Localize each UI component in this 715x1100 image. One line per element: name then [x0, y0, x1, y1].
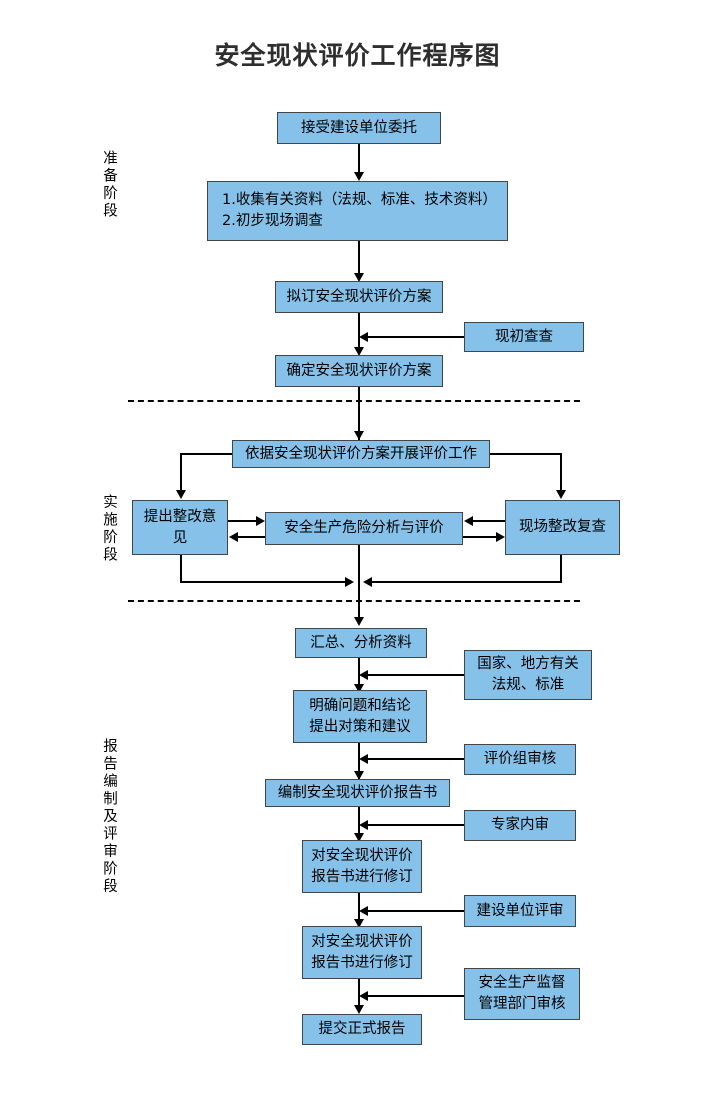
- arrowhead-draft-plan: [354, 273, 364, 282]
- arrowhead-recheck-to-hazard: [464, 516, 473, 526]
- connector-survey-to-flow: [366, 336, 464, 338]
- node-team-review[interactable]: 评价组审核: [464, 744, 576, 775]
- arrowhead-regs-merge: [359, 670, 368, 680]
- connector-evaluation-right-down: [560, 453, 562, 495]
- connector-client-review-to-flow: [366, 910, 464, 912]
- arrowhead-onsite-recheck: [556, 490, 566, 499]
- node-draft-plan[interactable]: 拟订安全现状评价方案: [275, 281, 443, 313]
- connector-recheck-merge: [370, 581, 562, 583]
- connector-opinion-merge: [180, 581, 348, 583]
- arrowhead-clarify-problems: [354, 684, 364, 693]
- arrowhead-recheck-merge: [363, 577, 372, 587]
- stage-label-implementation: 实施阶段: [101, 494, 117, 564]
- connector-opinion-to-hazard: [228, 520, 258, 522]
- connector-confirm-to-evaluation: [358, 387, 360, 440]
- node-accept-commission[interactable]: 接受建设单位委托: [277, 112, 441, 144]
- connector-hazard-to-recheck: [463, 536, 497, 538]
- connector-supervision-review-to-flow: [366, 995, 464, 997]
- stage-divider-1: [128, 400, 580, 402]
- node-expert-internal-review[interactable]: 专家内审: [464, 810, 576, 841]
- page-title: 安全现状评价工作程序图: [214, 41, 501, 70]
- arrowhead-collect: [354, 172, 364, 181]
- node-submit-report[interactable]: 提交正式报告: [302, 1014, 422, 1045]
- arrowhead-team-review-merge: [359, 754, 368, 764]
- connector-recheck-to-hazard: [472, 520, 505, 522]
- stage-label-preparation: 准备阶段: [101, 150, 117, 220]
- connector-collect-to-draft: [358, 241, 360, 279]
- connector-evaluation-left-down: [180, 453, 182, 495]
- arrowhead-confirm-plan: [354, 347, 364, 356]
- node-confirm-plan[interactable]: 确定安全现状评价方案: [275, 355, 443, 387]
- node-carry-out-evaluation[interactable]: 依据安全现状评价方案开展评价工作: [232, 440, 490, 468]
- arrowhead-supervision-review-merge: [359, 991, 368, 1001]
- arrowhead-client-review-merge: [359, 906, 368, 916]
- node-hazard-analysis[interactable]: 安全生产危险分析与评价: [265, 512, 463, 545]
- node-revise-report-1[interactable]: 对安全现状评价 报告书进行修订: [302, 840, 422, 893]
- connector-hazard-to-opinion: [236, 536, 265, 538]
- node-collect-data[interactable]: 1.收集有关资料（法规、标准、技术资料） 2.初步现场调查: [207, 181, 508, 241]
- node-supervision-review[interactable]: 安全生产监督 管理部门审核: [464, 968, 580, 1020]
- arrowhead-summarize-data: [354, 617, 364, 626]
- connector-hazard-down-to-summarize: [358, 545, 360, 622]
- node-preliminary-survey[interactable]: 现初查查: [464, 322, 584, 352]
- connector-evaluation-left-branch: [180, 453, 232, 455]
- node-clarify-problems[interactable]: 明确问题和结论 提出对策和建议: [293, 690, 427, 743]
- arrowhead-revise-report-2: [354, 919, 364, 928]
- node-rectification-opinion[interactable]: 提出整改意见: [132, 500, 228, 555]
- stage-label-reporting-review: 报告编制及评审阶段: [101, 738, 117, 896]
- connector-recheck-down: [560, 555, 562, 583]
- node-national-local-regs[interactable]: 国家、地方有关 法规、标准: [464, 650, 592, 700]
- connector-accept-to-collect: [358, 144, 360, 174]
- node-client-review[interactable]: 建设单位评审: [464, 895, 576, 927]
- connector-expert-review-to-flow: [366, 824, 464, 826]
- arrowhead-opinion-to-hazard: [256, 516, 265, 526]
- arrowhead-survey-merge: [359, 332, 368, 342]
- node-compile-report[interactable]: 编制安全现状评价报告书: [265, 779, 450, 807]
- connector-team-review-to-flow: [366, 758, 464, 760]
- connector-opinion-down: [180, 555, 182, 583]
- arrowhead-hazard-to-opinion: [229, 532, 238, 542]
- arrowhead-hazard-to-recheck: [496, 532, 505, 542]
- connector-regs-to-flow: [366, 674, 464, 676]
- arrowhead-carry-out-evaluation: [354, 431, 364, 440]
- node-summarize-data[interactable]: 汇总、分析资料: [295, 628, 427, 658]
- node-revise-report-2[interactable]: 对安全现状评价 报告书进行修订: [302, 926, 422, 979]
- connector-evaluation-right-branch: [490, 453, 562, 455]
- arrowhead-revise-report-1: [354, 833, 364, 842]
- arrowhead-rectification-opinion: [176, 490, 186, 499]
- arrowhead-expert-review-merge: [359, 820, 368, 830]
- arrowhead-compile-report: [354, 771, 364, 780]
- stage-divider-2: [128, 600, 580, 602]
- arrowhead-opinion-merge: [345, 577, 354, 587]
- arrowhead-submit-report: [354, 1005, 364, 1014]
- node-onsite-recheck[interactable]: 现场整改复查: [505, 500, 620, 555]
